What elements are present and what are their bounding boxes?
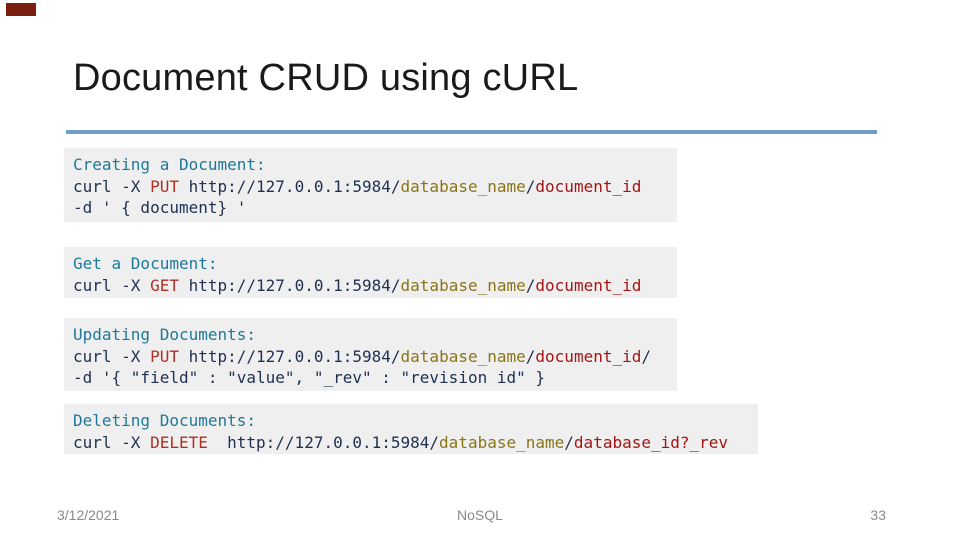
code-token-plain: / [525,275,536,295]
code-line: curl -X PUT http://127.0.0.1:5984/databa… [73,346,677,368]
code-token-plain: -d ' { document} ' [73,198,247,217]
code-line: curl -X DELETE http://127.0.0.1:5984/dat… [73,432,758,454]
corner-accent-mark [6,3,36,16]
code-token-plain: -d '{ "field" : "value", "_rev" : "revis… [73,368,546,387]
code-token-plain: http://127.0.0.1:5984/ [178,176,401,196]
slide-footer: 3/12/2021 NoSQL 33 [0,507,960,527]
code-line: curl -X GET http://127.0.0.1:5984/databa… [73,275,677,297]
code-line: -d '{ "field" : "value", "_rev" : "revis… [73,367,677,389]
code-token-method: PUT [150,346,179,366]
code-token-method: DELETE [150,432,208,452]
code-token-plain: curl -X [73,346,151,366]
code-token-plain: / [525,346,536,366]
code-token-id: document_id [535,346,642,366]
code-block-get-a-document: Get a Document: curl -X GET http://127.0.… [64,247,677,298]
code-token-method: PUT [150,176,179,196]
code-token-db: database_name [400,176,526,196]
code-token-db: database_name [439,432,565,452]
slide-title: Document CRUD using cURL [73,57,579,99]
code-token-heading: Updating Documents: [73,325,257,344]
code-line: Deleting Documents: [73,410,758,432]
code-token-heading: Deleting Documents: [73,411,257,430]
code-token-plain: curl -X [73,432,151,452]
code-token-db: database_name [400,346,526,366]
code-token-plain: / [564,432,574,452]
code-token-db: database_name [400,275,526,295]
code-line: Creating a Document: [73,154,677,176]
code-token-method: GET [150,275,179,295]
code-line: -d ' { document} ' [73,197,677,219]
code-token-plain: curl -X [73,176,151,196]
code-token-heading: Get a Document: [73,254,218,273]
code-token-id: document_id [535,275,642,295]
code-token-plain: http://127.0.0.1:5984/ [207,432,440,452]
title-underline [66,130,877,134]
code-token-id: document_id [535,176,642,196]
code-token-plain: curl -X [73,275,151,295]
code-token-plain: http://127.0.0.1:5984/ [178,275,401,295]
code-token-heading: Creating a Document: [73,155,266,174]
code-line: curl -X PUT http://127.0.0.1:5984/databa… [73,176,677,198]
code-token-plain: / [525,176,536,196]
footer-date: 3/12/2021 [57,507,120,523]
code-block-updating-documents: Updating Documents: curl -X PUT http://12… [64,318,677,391]
code-block-deleting-documents: Deleting Documents: curl -X DELETE http:/… [64,404,758,454]
code-token-plain: / [641,346,652,366]
code-token-id: database_id?_rev [573,432,729,452]
code-line: Get a Document: [73,253,677,275]
code-block-creating-a-document: Creating a Document: curl -X PUT http://1… [64,148,677,222]
code-line: Updating Documents: [73,324,677,346]
code-token-plain: http://127.0.0.1:5984/ [178,346,401,366]
footer-course-label: NoSQL [457,507,503,523]
footer-page-number: 33 [870,507,886,523]
